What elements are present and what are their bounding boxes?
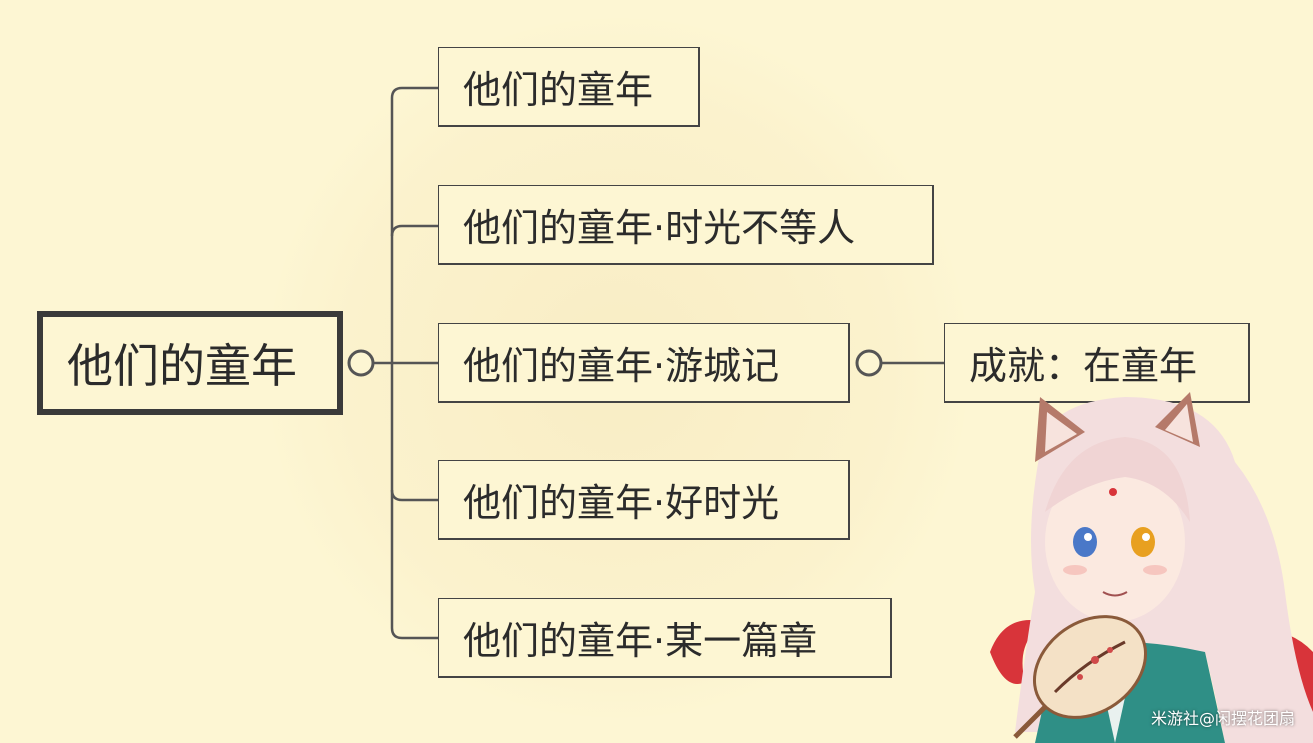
leaf-node-achievement[interactable]: 成就：在童年 (944, 323, 1250, 403)
root-node-label: 他们的童年 (67, 339, 297, 393)
root-collapse-circle (347, 349, 375, 377)
child-node-4[interactable]: 他们的童年·好时光 (438, 460, 850, 540)
branch-line-4 (390, 489, 438, 502)
child-node-2[interactable]: 他们的童年·时光不等人 (438, 185, 934, 265)
source-watermark: 米游社@闲摆花团扇 (1150, 709, 1295, 728)
branch-spine (390, 86, 438, 640)
child-node-4-label: 他们的童年·好时光 (463, 481, 780, 525)
child-node-3-label: 他们的童年·游城记 (463, 344, 780, 388)
child-node-5-label: 他们的童年·某一篇章 (463, 619, 818, 663)
root-node[interactable]: 他们的童年 (37, 311, 343, 415)
child-node-5[interactable]: 他们的童年·某一篇章 (438, 598, 892, 678)
child-node-2-label: 他们的童年·时光不等人 (463, 206, 856, 250)
child-3-collapse-circle (855, 349, 883, 377)
branch-line-2 (390, 224, 438, 237)
character-illustration (990, 392, 1313, 743)
child-node-1[interactable]: 他们的童年 (438, 47, 700, 127)
child-node-1-label: 他们的童年 (463, 68, 654, 112)
child-node-3[interactable]: 他们的童年·游城记 (438, 323, 850, 403)
leaf-node-achievement-label: 成就：在童年 (969, 344, 1198, 388)
